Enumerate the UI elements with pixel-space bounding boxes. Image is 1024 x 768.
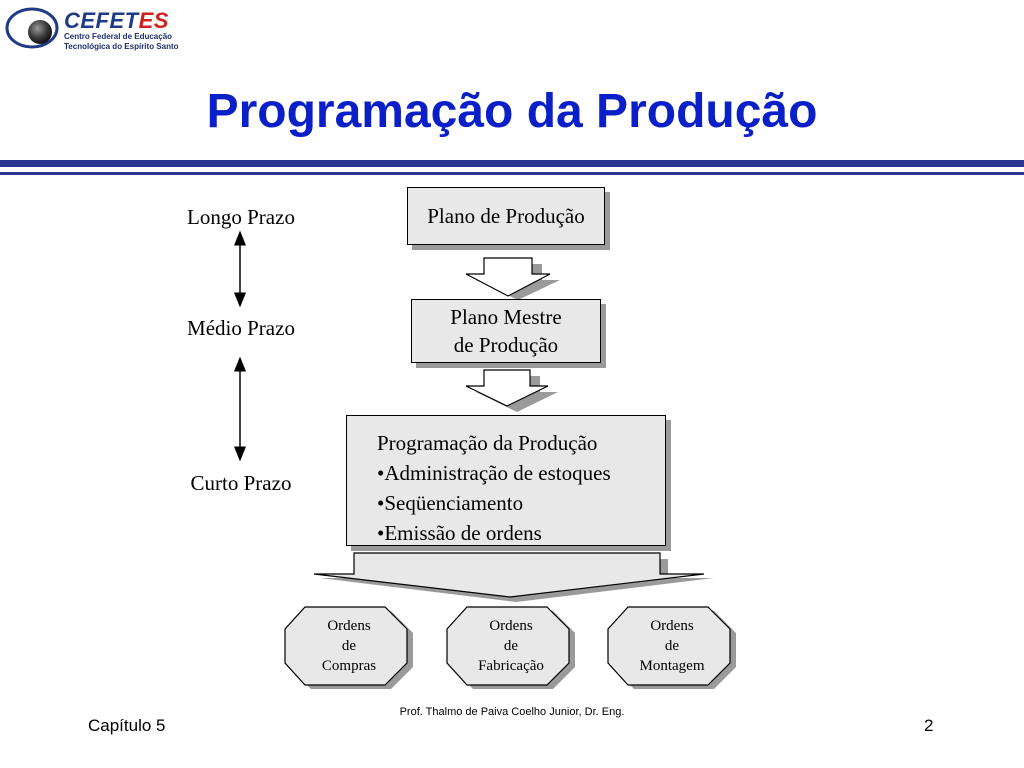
logo-subtitle-1: Centro Federal de Educação: [64, 32, 173, 41]
programacao-item-sequenciamento: •Seqüenciamento: [377, 491, 524, 515]
order-montagem: Ordens de Montagem: [606, 605, 738, 689]
order-compras-line2: de: [341, 638, 357, 654]
plano-mestre-line1: Plano Mestre: [450, 305, 562, 329]
horizon-short-term: Curto Prazo: [190, 471, 292, 495]
block-arrow-1: [465, 257, 560, 300]
footer-page-number: 2: [924, 716, 934, 735]
order-fabricacao-line1: Ordens: [489, 618, 533, 634]
logo-subtitle-2: Tecnológica do Espírito Santo: [64, 42, 179, 51]
footer-chapter: Capítulo 5: [88, 716, 166, 735]
plano-mestre-line2: de Produção: [453, 333, 559, 357]
slide-title: Programação da Produção: [206, 85, 818, 138]
order-fabricacao: Ordens de Fabricação: [445, 605, 577, 689]
programacao-item-estoques: •Administração de estoques: [377, 461, 611, 485]
distribution-arrow: [313, 552, 714, 602]
programacao-heading: Programação da Produção: [377, 431, 598, 455]
logo-name: CEFETES: [64, 8, 169, 33]
plano-de-producao-label: Plano de Produção: [427, 204, 585, 228]
octagon-shape: [607, 606, 736, 689]
footer-author: Prof. Thalmo de Paiva Coelho Junior, Dr.…: [399, 706, 625, 718]
programacao-box: Programação da Produção •Administração d…: [346, 415, 666, 546]
title-rule-thin: [0, 172, 1024, 175]
octagon-shape: [284, 606, 413, 689]
title-rule-thick: [0, 160, 1024, 167]
cefetes-logo: CEFETES Centro Federal de Educação Tecno…: [4, 4, 184, 51]
horizon-medium-term: Médio Prazo: [187, 316, 295, 340]
globe-icon: [5, 7, 59, 49]
plano-mestre-box: Plano Mestre de Produção: [411, 299, 601, 363]
block-arrow-2: [465, 369, 558, 412]
order-fabricacao-line2: de: [503, 638, 519, 654]
order-montagem-line2: de: [664, 638, 680, 654]
order-compras-line3: Compras: [321, 658, 377, 674]
octagon-shape: [446, 606, 575, 689]
programacao-item-ordens: •Emissão de ordens: [377, 521, 542, 545]
order-montagem-line1: Ordens: [650, 618, 694, 634]
order-fabricacao-line3: Fabricação: [478, 658, 544, 674]
horizon-long-term: Longo Prazo: [187, 205, 295, 229]
order-compras-line1: Ordens: [327, 618, 371, 634]
order-compras: Ordens de Compras: [283, 605, 415, 689]
order-montagem-line3: Montagem: [639, 658, 705, 674]
plano-de-producao-box: Plano de Produção: [407, 187, 605, 245]
